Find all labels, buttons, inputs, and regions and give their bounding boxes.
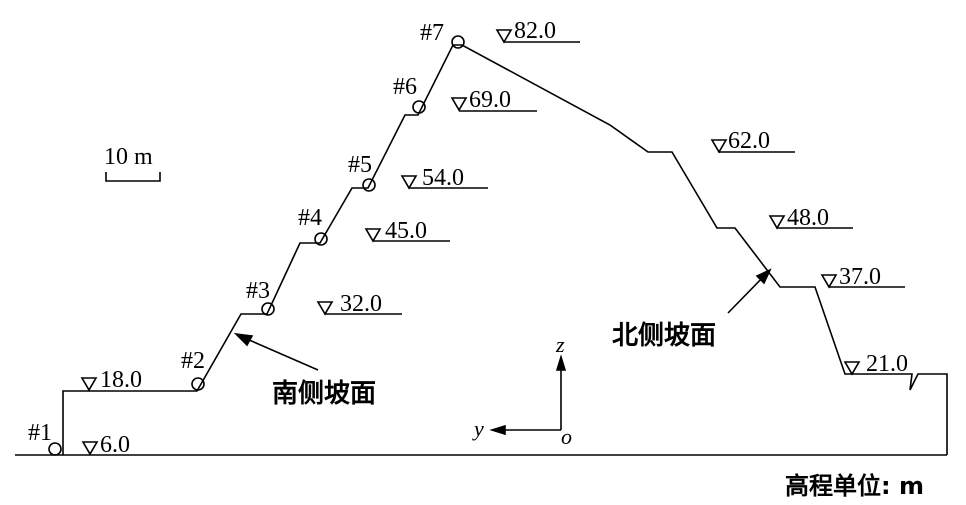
elevation-37: 37.0 xyxy=(820,264,905,290)
point-marker-7 xyxy=(451,35,465,49)
svg-text:54.0: 54.0 xyxy=(422,165,464,191)
elevation-54: 54.0 xyxy=(400,165,488,191)
elevation-markers: 82.0 69.0 62.0 54.0 48.0 45.0 37.0 32.0 … xyxy=(80,18,908,458)
point-marker-4 xyxy=(314,232,328,246)
coordinate-axes: z y o xyxy=(472,332,572,449)
point-label-2: #2 xyxy=(181,348,205,374)
elevation-6: 6.0 xyxy=(81,432,130,458)
point-label-3: #3 xyxy=(246,278,270,304)
svg-text:18.0: 18.0 xyxy=(100,367,142,393)
point-marker-1 xyxy=(48,442,62,456)
svg-text:南侧坡面: 南侧坡面 xyxy=(272,379,376,409)
z-axis-label: z xyxy=(555,332,565,357)
elevation-45: 45.0 xyxy=(364,218,450,244)
slope-profile xyxy=(62,44,906,455)
elevation-82: 82.0 xyxy=(495,18,580,44)
svg-text:10 m: 10 m xyxy=(104,144,153,170)
elevation-32: 32.0 xyxy=(316,291,402,317)
scale-bar: 10 m xyxy=(104,144,161,182)
point-marker-5 xyxy=(362,178,376,192)
point-label-1: #1 xyxy=(28,420,52,446)
elevation-62: 62.0 xyxy=(710,128,795,154)
south-slope-annotation: 南侧坡面 xyxy=(233,332,376,409)
point-label-5: #5 xyxy=(348,152,372,178)
point-label-6: #6 xyxy=(393,74,417,100)
svg-text:37.0: 37.0 xyxy=(839,264,881,290)
svg-text:69.0: 69.0 xyxy=(469,87,511,113)
origin-label: o xyxy=(561,424,572,449)
unit-note: 高程单位: m xyxy=(785,472,924,500)
elevation-48: 48.0 xyxy=(768,205,853,231)
elevation-21: 21.0 xyxy=(843,351,908,377)
elevation-69: 69.0 xyxy=(450,87,537,113)
point-marker-6 xyxy=(412,100,426,114)
break-symbol xyxy=(906,373,948,455)
point-label-7: #7 xyxy=(420,20,444,46)
monitoring-points: #1 #2 #3 #4 #5 #6 #7 xyxy=(28,20,465,456)
point-label-4: #4 xyxy=(298,205,322,231)
svg-text:北侧坡面: 北侧坡面 xyxy=(612,321,716,351)
y-axis-label: y xyxy=(472,416,484,441)
svg-text:6.0: 6.0 xyxy=(100,432,130,458)
svg-text:48.0: 48.0 xyxy=(787,205,829,231)
svg-text:32.0: 32.0 xyxy=(340,291,382,317)
svg-text:82.0: 82.0 xyxy=(514,18,556,44)
point-marker-2 xyxy=(191,377,205,391)
svg-text:45.0: 45.0 xyxy=(385,218,427,244)
point-marker-3 xyxy=(261,302,275,316)
svg-text:62.0: 62.0 xyxy=(728,128,770,154)
svg-text:21.0: 21.0 xyxy=(866,351,908,377)
elevation-18: 18.0 xyxy=(80,367,142,393)
north-slope-annotation: 北侧坡面 xyxy=(612,268,772,351)
